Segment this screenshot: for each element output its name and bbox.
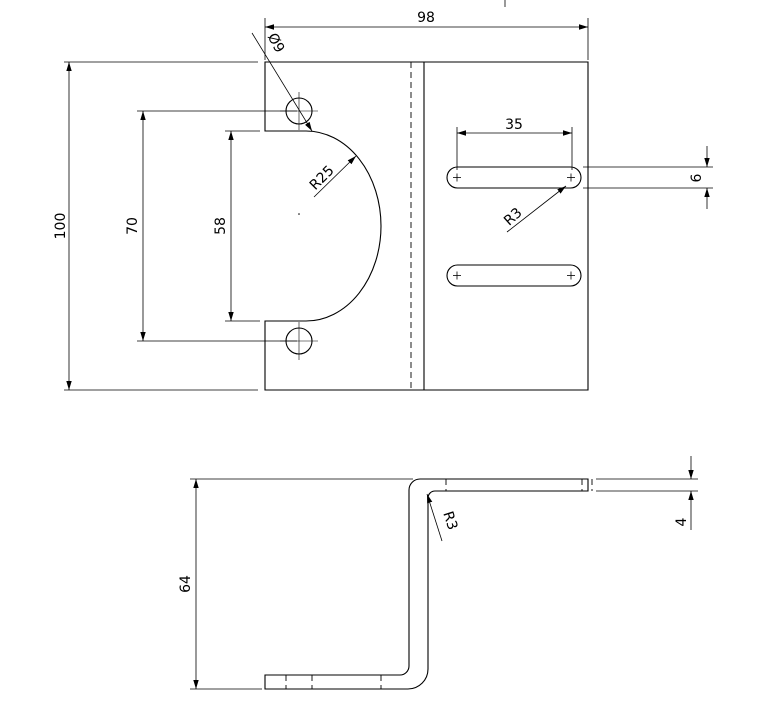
dim-100-label: 100	[53, 213, 69, 240]
slot-top	[446, 166, 582, 189]
bracket-profile	[264, 478, 589, 690]
cutout-center-mark	[298, 213, 300, 215]
dim-4-label: 4	[674, 517, 690, 526]
dimension-slot-length: 35	[456, 117, 573, 170]
dimension-slot-radius: R3	[501, 185, 567, 233]
dim-diameter-label: Ø9	[264, 31, 287, 56]
dimension-side-height: 64	[178, 478, 413, 690]
dimension-overall-height: 100	[53, 61, 258, 391]
dim-98-label: 98	[417, 10, 435, 26]
dimension-bend-radius: R3	[426, 493, 460, 542]
side-view: 64 4 R3	[178, 456, 698, 690]
dim-6-label: 6	[689, 173, 705, 182]
dimension-hole-diameter: Ø9	[251, 31, 313, 132]
dim-35-label: 35	[505, 117, 523, 133]
dimension-overall-width: 98	[264, 0, 589, 60]
dim-r3-slot-label: R3	[501, 205, 526, 229]
dim-64-label: 64	[178, 575, 194, 593]
dimension-cutout-radius: R25	[307, 155, 357, 198]
dim-r25-label: R25	[307, 163, 338, 194]
slot-center-marks	[453, 173, 575, 280]
slot-bottom	[446, 264, 582, 287]
dim-70-label: 70	[125, 217, 141, 235]
dimension-hole-spacing: 70	[125, 110, 297, 342]
dimension-slot-width: 6	[583, 146, 713, 209]
plate-outline	[264, 61, 589, 391]
front-view: 98 Ø9 100 70 58	[53, 0, 713, 391]
dimension-cutout-height: 58	[213, 130, 260, 322]
dim-r3-bend-label: R3	[439, 509, 460, 532]
dimension-thickness: 4	[674, 456, 694, 530]
dim-58-label: 58	[213, 217, 229, 235]
